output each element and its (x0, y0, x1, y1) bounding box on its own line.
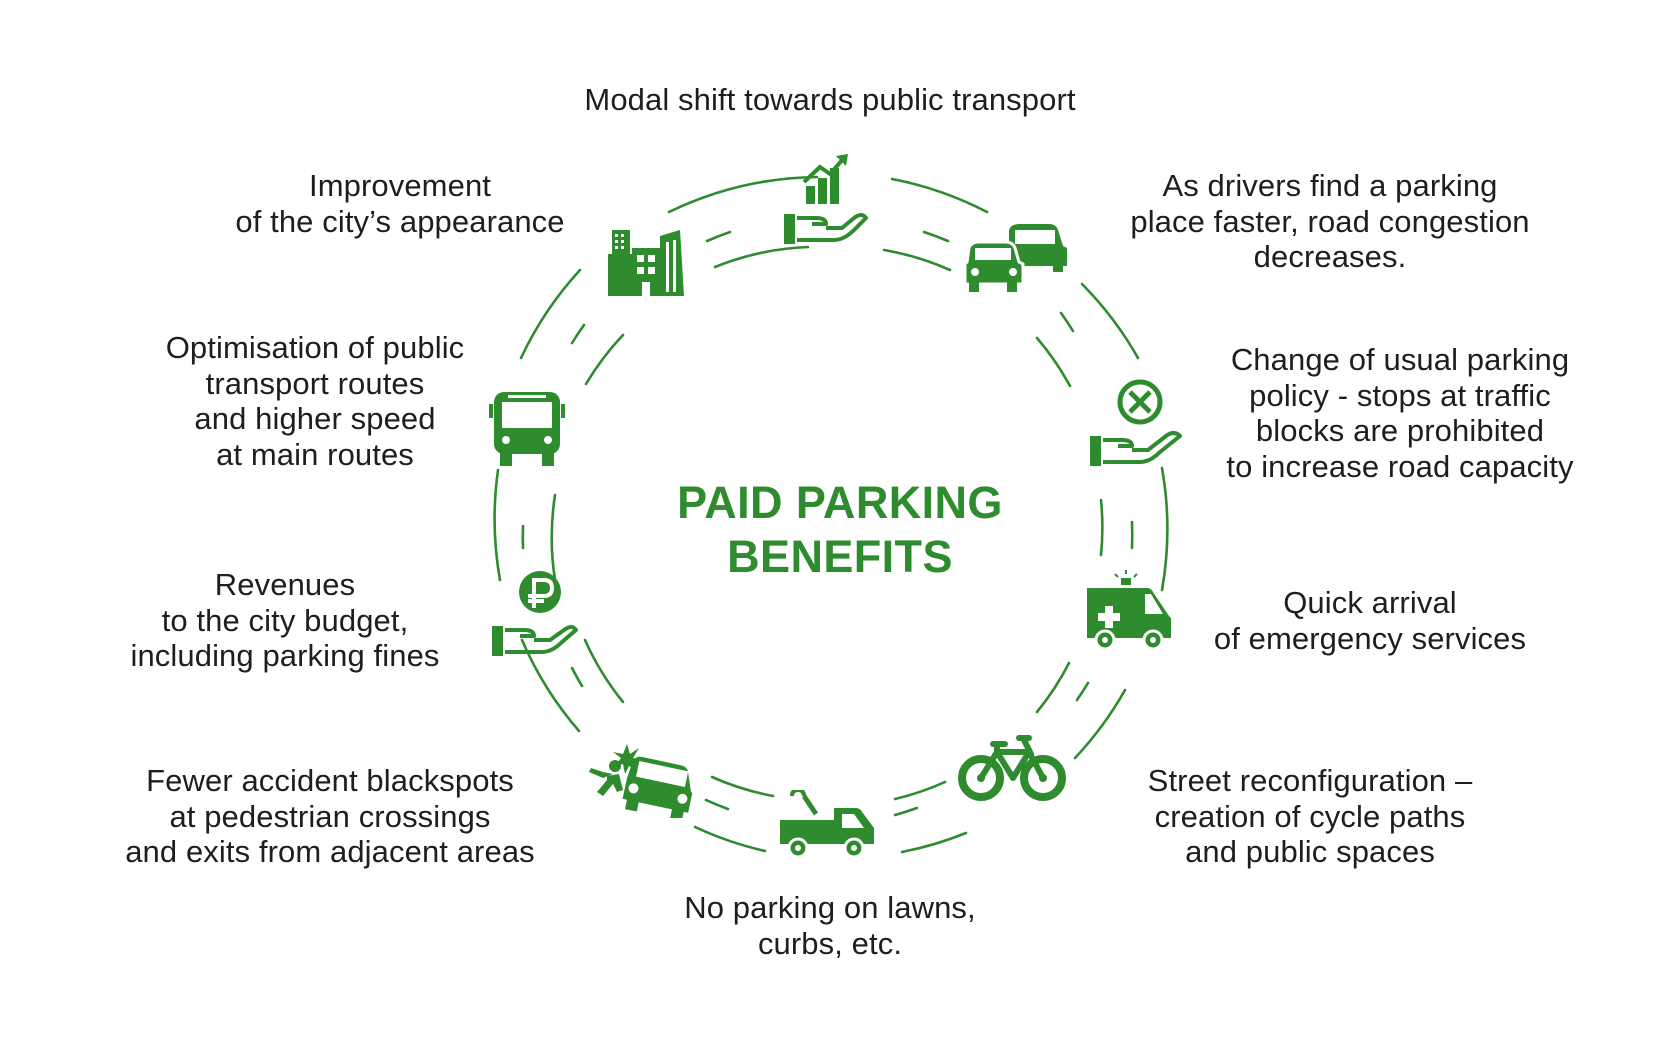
label-line: including parking fines (130, 638, 440, 673)
label-line: Improvement (309, 168, 491, 203)
bicycle-icon (958, 735, 1066, 801)
title-line-1: PAID PARKING (677, 477, 1003, 528)
benefit-label-emergency: Quick arrival of emergency services (1170, 585, 1570, 656)
label-line: blocks are prohibited (1255, 413, 1545, 448)
label-line: at main routes (216, 436, 414, 472)
label-line: to the city budget, (161, 602, 409, 638)
center-title: PAID PARKING BENEFITS (620, 476, 1060, 584)
chart-hand-icon (784, 154, 868, 244)
label-line: and exits from adjacent areas (125, 834, 535, 869)
benefit-label-road-congestion: As drivers find a parking place faster, … (1095, 168, 1565, 275)
label-line: at pedestrian crossings (169, 798, 491, 834)
benefit-label-public-transport-routes: Optimisation of public transport routes … (125, 330, 505, 472)
center-lane-dashes (521, 230, 1134, 817)
cars-icon (963, 224, 1067, 292)
benefit-label-modal-shift: Modal shift towards public transport (530, 82, 1130, 118)
benefit-label-city-appearance: Improvement of the city’s appearance (205, 168, 595, 239)
outer-road-edge (493, 175, 1169, 854)
label-line: decreases. (1253, 239, 1407, 274)
label-line: of the city’s appearance (235, 203, 565, 239)
label-line: Revenues (214, 567, 356, 602)
label-line: Change of usual parking (1230, 342, 1570, 377)
label-line: place faster, road congestion (1130, 203, 1530, 239)
title-line-2: BENEFITS (727, 531, 953, 582)
benefit-label-street-reconfiguration: Street reconfiguration – creation of cyc… (1110, 763, 1510, 870)
label-line: Quick arrival (1283, 585, 1457, 620)
label-line: As drivers find a parking (1162, 168, 1498, 203)
label-line: and public spaces (1185, 834, 1435, 869)
label-line: creation of cycle paths (1154, 798, 1466, 834)
prohibited-hand-icon (1090, 379, 1182, 466)
benefit-label-no-parking-lawns: No parking on lawns, curbs, etc. (630, 890, 1030, 961)
benefit-label-revenues: Revenues to the city budget, including p… (100, 567, 470, 674)
label-line: transport routes (205, 365, 425, 401)
ruble-hand-icon (492, 571, 578, 656)
label-line: and higher speed (194, 401, 436, 436)
label-line: curbs, etc. (757, 925, 903, 961)
label-line: Street reconfiguration – (1147, 763, 1473, 798)
ambulance-icon (1087, 570, 1171, 651)
label-line: Fewer accident blackspots (146, 763, 514, 798)
buildings-icon (608, 230, 684, 296)
accident-icon (589, 744, 696, 818)
label-line: policy - stops at traffic (1249, 377, 1551, 413)
bus-icon (489, 392, 565, 466)
label-line: No parking on lawns, (684, 890, 976, 925)
label-line: Modal shift towards public transport (584, 82, 1076, 117)
benefit-label-accident-blackspots: Fewer accident blackspots at pedestrian … (95, 763, 565, 870)
label-line: Optimisation of public (165, 330, 465, 365)
tow-truck-icon (780, 790, 874, 859)
inner-road-edge (550, 245, 1104, 801)
label-line: to increase road capacity (1226, 448, 1574, 484)
label-line: of emergency services (1213, 620, 1527, 656)
benefit-label-parking-policy: Change of usual parking policy - stops a… (1190, 342, 1610, 484)
